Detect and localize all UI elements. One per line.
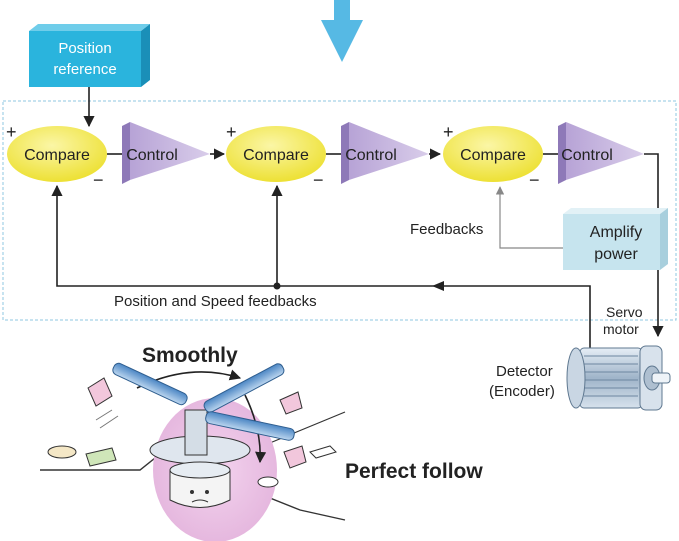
down-arrow-icon (321, 0, 363, 62)
detector-label-line2: (Encoder) (489, 383, 555, 400)
control-label-1: Control (126, 147, 178, 164)
compare-label-1: Compare (24, 147, 90, 164)
position-reference-line2: reference (53, 61, 116, 78)
feedbacks-line (495, 186, 563, 249)
control-block-1: Control (122, 122, 210, 184)
position-reference-line1: Position (58, 40, 111, 57)
robot-arm-icon (40, 362, 346, 541)
position-reference-box: Position reference (29, 24, 150, 87)
smoothly-label: Smoothly (142, 344, 238, 367)
minus-sign-3: − (529, 170, 540, 190)
detector-label-line1: Detector (496, 363, 553, 380)
plus-sign-2: + (226, 122, 237, 142)
plus-sign-1: + (6, 122, 17, 142)
feedbacks-label: Feedbacks (410, 221, 483, 238)
position-speed-feedback-line (51, 184, 591, 348)
amplify-line1: Amplify (590, 224, 642, 241)
junction-dot (273, 282, 281, 290)
compare-label-2: Compare (243, 147, 309, 164)
servo-motor-icon (566, 345, 671, 411)
control-loop-region (2, 100, 677, 321)
amplify-line2: power (594, 246, 638, 263)
control-block-3: Control (558, 122, 644, 184)
control-label-3: Control (561, 147, 613, 164)
servo-label-line1: Servo (606, 304, 643, 320)
position-speed-feedbacks-label: Position and Speed feedbacks (114, 293, 317, 310)
amplify-power-box: Amplify power (563, 208, 668, 270)
minus-sign-2: − (313, 170, 324, 190)
output-line (644, 153, 664, 338)
minus-sign-1: − (93, 170, 104, 190)
plus-sign-3: + (443, 122, 454, 142)
perfect-follow-label: Perfect follow (345, 460, 483, 483)
servo-label-line2: motor (603, 321, 639, 337)
compare-node-2: Compare (226, 126, 326, 182)
control-label-2: Control (345, 147, 397, 164)
compare-node-1: Compare (7, 126, 107, 182)
control-block-2: Control (341, 122, 429, 184)
compare-label-3: Compare (460, 147, 526, 164)
compare-node-3: Compare (443, 126, 543, 182)
feedback-direction-arrow (432, 281, 444, 291)
